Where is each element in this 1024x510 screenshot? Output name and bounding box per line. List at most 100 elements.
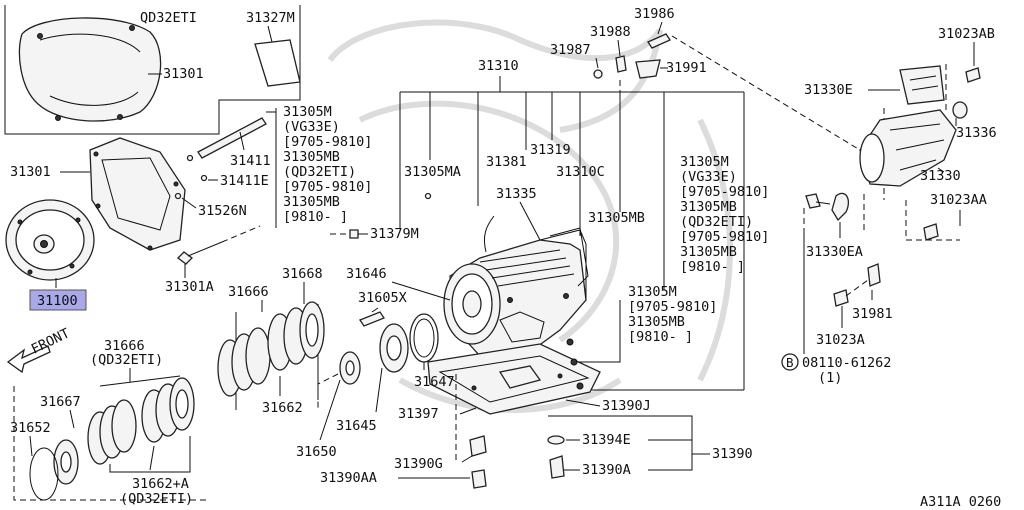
snap-ring-31652 bbox=[29, 447, 59, 501]
label-31411E: 31411E bbox=[220, 173, 269, 189]
bracket-31330E bbox=[899, 65, 945, 105]
leader-tree-31310: 31310 31305MA 31379M 31381 31319 31310C … bbox=[330, 58, 745, 391]
drain-plug-31390A bbox=[549, 455, 565, 479]
ref-block-left: 31305M (VG33E) [9705-9810] 31305MB (QD32… bbox=[266, 104, 372, 228]
ref-left-5: [9705-9810] bbox=[283, 179, 372, 195]
label-31023A: 31023A bbox=[816, 332, 865, 348]
housing-group: 31301 31100 31411 31411E 31526N 31301A bbox=[5, 117, 271, 311]
label-31330: 31330 bbox=[920, 168, 961, 184]
label-qd32eti-top: QD32ETI bbox=[140, 10, 197, 26]
label-31991: 31991 bbox=[666, 60, 707, 76]
label-31330E: 31330E bbox=[804, 82, 853, 98]
ref-left-7: [9810- ] bbox=[283, 209, 348, 225]
bracket-31991 bbox=[635, 59, 661, 79]
converter-housing-31301 bbox=[89, 137, 186, 251]
label-bolt-qty: (1) bbox=[818, 370, 842, 386]
ref-mid-3: [9810- ] bbox=[628, 329, 693, 345]
front-arrow-icon bbox=[6, 345, 51, 374]
label-31662A: 31662+A bbox=[132, 476, 189, 492]
label-bolt-b: B bbox=[786, 355, 794, 370]
label-31650: 31650 bbox=[296, 444, 337, 460]
ref-right-3: 31305MB bbox=[680, 199, 737, 215]
label-31394E: 31394E bbox=[582, 432, 631, 448]
label-31301-b: 31301 bbox=[10, 164, 51, 180]
label-31390J: 31390J bbox=[602, 398, 651, 414]
bracket-31390G bbox=[469, 435, 487, 457]
label-31390G: 31390G bbox=[394, 456, 443, 472]
ref-block-right: 31305M (VG33E) [9705-9810] 31305MB (QD32… bbox=[680, 154, 769, 275]
label-31305MA: 31305MA bbox=[404, 164, 461, 180]
ref-right-5: [9705-9810] bbox=[680, 229, 769, 245]
label-31390AA: 31390AA bbox=[320, 470, 377, 486]
bell-housing-qd32eti bbox=[18, 17, 162, 122]
label-31335: 31335 bbox=[496, 186, 537, 202]
label-31310C: 31310C bbox=[556, 164, 605, 180]
label-31301-a: 31301 bbox=[163, 66, 204, 82]
oil-pan bbox=[427, 343, 601, 415]
label-31526N: 31526N bbox=[198, 203, 247, 219]
ref-right-6: 31305MB bbox=[680, 244, 737, 260]
label-31379M: 31379M bbox=[370, 226, 419, 242]
ref-mid-1: [9705-9810] bbox=[628, 299, 717, 315]
ref-left-1: (VG33E) bbox=[283, 119, 340, 135]
ref-right-1: (VG33E) bbox=[680, 169, 737, 185]
label-31397: 31397 bbox=[398, 406, 439, 422]
label-31330EA: 31330EA bbox=[806, 244, 863, 260]
label-31987: 31987 bbox=[550, 42, 591, 58]
ref-left-2: [9705-9810] bbox=[283, 134, 372, 150]
washer-31987 bbox=[593, 69, 603, 79]
seal-31605X bbox=[359, 311, 385, 327]
ref-right-4: (QD32ETI) bbox=[680, 214, 753, 230]
top-small-parts: 31986 31988 31987 31991 bbox=[550, 6, 861, 151]
pin-31986 bbox=[647, 33, 671, 49]
oil-pan-hardware: 31390G 31390AA 31394E 31390A 31390 31390… bbox=[320, 374, 753, 489]
clutch-discs-31666 bbox=[217, 301, 325, 397]
label-31646: 31646 bbox=[346, 266, 387, 282]
label-31327M: 31327M bbox=[246, 10, 295, 26]
ref-mid-2: 31305MB bbox=[628, 314, 685, 330]
gasket-31327M bbox=[254, 39, 301, 87]
label-31605X: 31605X bbox=[358, 290, 407, 306]
ref-right-2: [9705-9810] bbox=[680, 184, 769, 200]
label-31305MB: 31305MB bbox=[588, 210, 645, 226]
label-31666-qd: 31666 bbox=[104, 338, 145, 354]
label-31023AB: 31023AB bbox=[938, 26, 995, 42]
seal-31336 bbox=[952, 101, 968, 119]
bolt-31390AA bbox=[471, 469, 487, 489]
label-front: FRONT bbox=[29, 325, 73, 357]
ref-block-mid: 31305M [9705-9810] 31305MB [9810- ] bbox=[566, 284, 717, 390]
part-31100-highlight[interactable] bbox=[29, 289, 87, 311]
bolt-callout-circle bbox=[781, 353, 799, 371]
watermark-emblem bbox=[327, 19, 733, 413]
front-indicator: FRONT bbox=[6, 325, 73, 374]
label-31988: 31988 bbox=[590, 24, 631, 40]
label-31667: 31667 bbox=[40, 394, 81, 410]
bolt-31023AB bbox=[965, 67, 981, 83]
ref-left-6: 31305MB bbox=[283, 194, 340, 210]
ref-right-0: 31305M bbox=[680, 154, 729, 170]
ref-left-0: 31305M bbox=[283, 104, 332, 120]
label-31662: 31662 bbox=[262, 400, 303, 416]
clip-31981 bbox=[867, 263, 881, 287]
label-31652: 31652 bbox=[10, 420, 51, 436]
bolt-31379M bbox=[349, 229, 359, 239]
bolt-31023AA bbox=[923, 223, 939, 241]
bolt-upper bbox=[805, 193, 821, 209]
ref-left-3: 31305MB bbox=[283, 149, 340, 165]
extension-housing-group: 31023AB 31330E 31336 31330 31023AA 31330… bbox=[781, 26, 997, 386]
label-31301A: 31301A bbox=[165, 279, 214, 295]
label-31981: 31981 bbox=[852, 306, 893, 322]
label-31390: 31390 bbox=[712, 446, 753, 462]
washer-31394E bbox=[547, 435, 565, 445]
clutch-pack-group: 31668 31666 31662 31646 31605X 31647 bbox=[217, 266, 477, 460]
ref-right-7: [9810- ] bbox=[680, 259, 745, 275]
bolt-31023A bbox=[833, 289, 849, 307]
label-31381: 31381 bbox=[486, 154, 527, 170]
bottom-left-parts: 31666 (QD32ETI) 31667 31652 31662+A (QD3… bbox=[10, 338, 210, 507]
ref-mid-0: 31305M bbox=[628, 284, 677, 300]
transmission-case bbox=[443, 215, 589, 357]
input-shaft-31411 bbox=[197, 117, 267, 159]
label-31411: 31411 bbox=[230, 153, 271, 169]
label-31023AA: 31023AA bbox=[930, 192, 987, 208]
